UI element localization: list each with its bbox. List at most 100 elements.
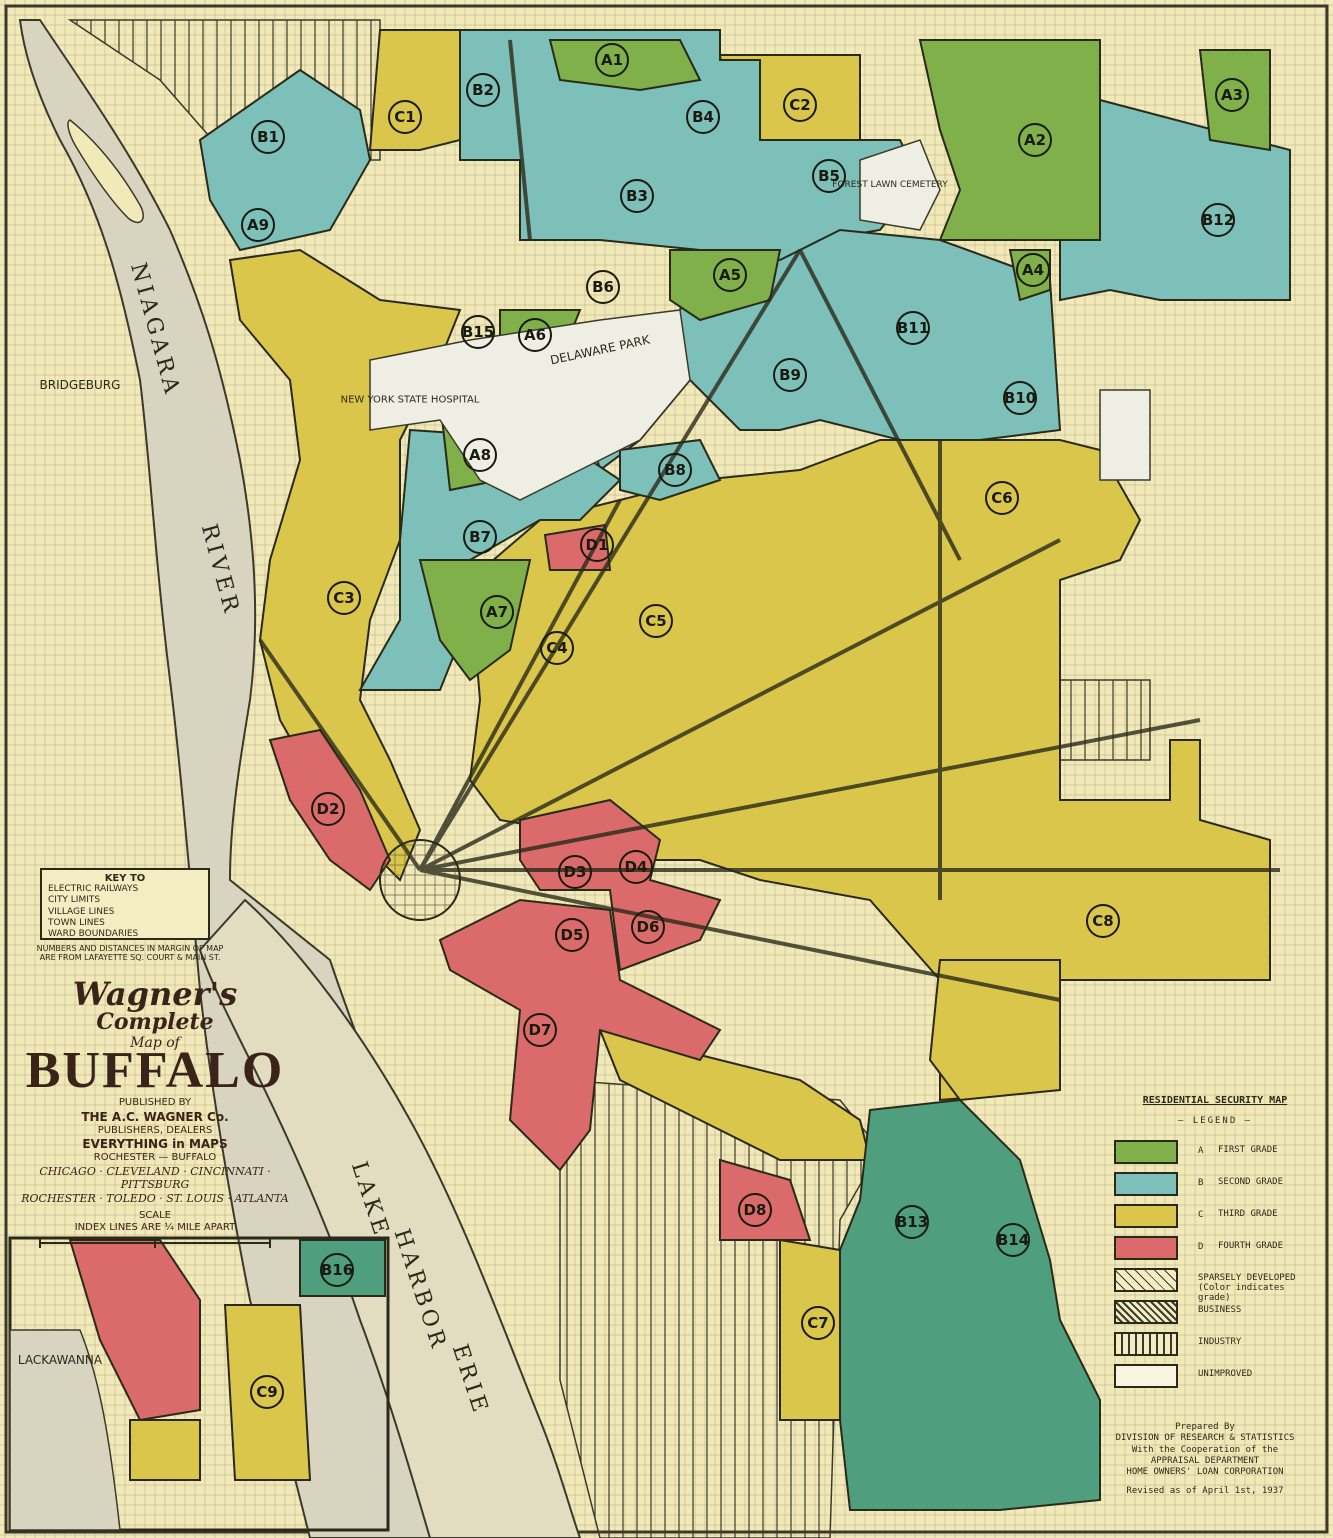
zone-label-circle: [1215, 78, 1249, 112]
legend-title: RESIDENTIAL SECURITY MAP: [1142, 1095, 1288, 1106]
zone-label-text: B11: [897, 319, 929, 337]
zone-label-text: A4: [1022, 261, 1044, 279]
zone-label-b1: B1: [251, 120, 285, 154]
zone-label-text: C9: [256, 1383, 277, 1401]
zone-label-circle: [463, 438, 497, 472]
zone-area-c-inset: [223, 1304, 312, 1481]
zone-label-circle: [896, 311, 930, 345]
zone-label-text: B15: [462, 323, 494, 341]
legend-swatch: [1114, 1140, 1178, 1164]
zone-label-circle: [738, 1193, 772, 1227]
legend-label: FIRST GRADE: [1218, 1145, 1278, 1155]
zone-label-b5: B5: [812, 159, 846, 193]
prepared-line: DIVISION OF RESEARCH & STATISTICS: [1115, 1433, 1295, 1444]
zone-label-b4: B4: [686, 100, 720, 134]
cemetery-area: [859, 139, 941, 231]
zone-label-text: B6: [592, 278, 614, 296]
zone-label-d7: D7: [523, 1013, 557, 1047]
legend-item: INDUSTRY: [1110, 1332, 1320, 1364]
zone-label-text: B1: [257, 128, 279, 146]
zone-label-b2: B2: [466, 73, 500, 107]
zone-label-b6: B6: [586, 270, 620, 304]
zone-area-a-a5: [669, 249, 782, 322]
legend-swatch: [1114, 1300, 1178, 1324]
zone-label-circle: [996, 1223, 1030, 1257]
legend-letter: D: [1198, 1242, 1204, 1252]
legend-item: UNIMPROVED: [1110, 1364, 1320, 1396]
zone-label-text: B4: [692, 108, 714, 126]
niagara-river: [18, 19, 542, 1538]
zone-area-b-b8: [619, 438, 722, 502]
hospital-label: NEW YORK STATE HOSPITAL: [341, 395, 480, 406]
zone-label-text: B7: [469, 528, 491, 546]
zone-label-c2: C2: [783, 88, 817, 122]
unimproved-east: [1099, 389, 1151, 481]
zone-label-circle: [251, 120, 285, 154]
zone-area-d-inset: [68, 1239, 201, 1422]
zone-label-circle: [558, 855, 592, 889]
zone-label-circle: [463, 520, 497, 554]
zone-label-circle: [241, 208, 275, 242]
zone-label-circle: [461, 315, 495, 349]
zone-label-circle: [518, 318, 552, 352]
zone-label-a1: A1: [595, 43, 629, 77]
zone-label-text: C8: [1092, 912, 1113, 930]
zone-label-text: B14: [997, 1231, 1029, 1249]
zone-label-text: A7: [486, 603, 508, 621]
zone-label-d4: D4: [619, 850, 653, 884]
zone-label-text: C5: [645, 612, 666, 630]
legend-swatch: [1114, 1236, 1178, 1260]
zone-area-b-inset: [299, 1239, 386, 1297]
zone-label-d6: D6: [631, 910, 665, 944]
scale-bar: [39, 1237, 271, 1248]
zone-label-circle: [631, 910, 665, 944]
everything-in-maps: EVERYTHING in MAPS: [82, 1137, 228, 1151]
zone-label-circle: [466, 73, 500, 107]
zone-label-d5: D5: [555, 918, 589, 952]
zone-label-a3: A3: [1215, 78, 1249, 112]
legend-label: INDUSTRY: [1198, 1337, 1242, 1347]
legend-label: THIRD GRADE: [1218, 1209, 1278, 1219]
zone-label-d3: D3: [558, 855, 592, 889]
zone-label-text: A9: [247, 216, 269, 234]
zone-label-c5: C5: [639, 604, 673, 638]
zone-label-a6: A6: [518, 318, 552, 352]
zone-label-c1: C1: [388, 100, 422, 134]
zone-label-circle: [713, 258, 747, 292]
zone-label-circle: [895, 1205, 929, 1239]
zone-label-b8: B8: [658, 453, 692, 487]
publisher-cities: ROCHESTER — BUFFALO: [93, 1152, 217, 1163]
zone-label-text: D8: [744, 1201, 767, 1219]
zone-label-circle: [327, 581, 361, 615]
title-wagners: Wagner's: [72, 975, 238, 1013]
prepared-line: APPRAISAL DEPARTMENT: [1150, 1455, 1260, 1466]
zone-area-a-a3: [1198, 49, 1271, 152]
zone-label-circle: [658, 453, 692, 487]
legend-label: SPARSELY DEVELOPED (Color indicates grad…: [1198, 1273, 1296, 1303]
zone-label-text: D6: [637, 918, 660, 936]
zone-area-b-sw: [839, 1098, 1101, 1511]
title-buffalo: BUFFALO: [25, 1042, 285, 1099]
zone-area-d-north: [543, 523, 612, 571]
zone-label-text: C4: [546, 639, 567, 657]
branch-cities-2: ROCHESTER · TOLEDO · ST. LOUIS · ATLANTA: [21, 1192, 289, 1205]
zone-label-b16: B16: [320, 1253, 354, 1287]
zone-label-circle: [586, 270, 620, 304]
zone-label-text: B2: [472, 81, 494, 99]
zone-area-a-a1: [548, 39, 702, 92]
zone-label-text: D2: [317, 800, 340, 818]
zone-area-c-north: [368, 29, 461, 151]
zone-label-text: D1: [586, 536, 609, 554]
zone-label-a2: A2: [1018, 123, 1052, 157]
title-map-of: Map of: [130, 1035, 180, 1051]
revised-date: Revised as of April 1st, 1937: [1126, 1486, 1284, 1497]
legend-swatch: [1114, 1204, 1178, 1228]
zone-label-circle: [580, 528, 614, 562]
zone-label-text: C2: [789, 96, 810, 114]
zone-label-c4: C4: [540, 631, 574, 665]
prepared-line: HOME OWNERS' LOAN CORPORATION: [1126, 1467, 1284, 1477]
